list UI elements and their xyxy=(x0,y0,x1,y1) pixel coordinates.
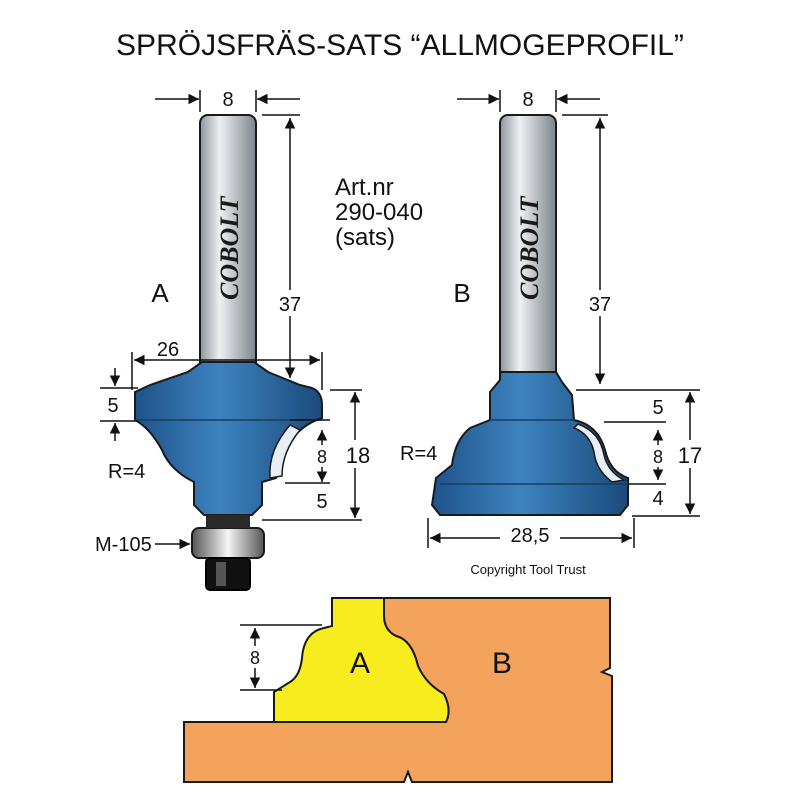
tool-b-profile-height: 8 xyxy=(653,447,663,467)
tool-a-profile-height: 8 xyxy=(317,447,327,467)
tool-a-radius: R=4 xyxy=(108,461,145,483)
article-number: Art.nr 290-040 (sats) xyxy=(335,174,423,251)
tool-b-cut-diameter: 28,5 xyxy=(511,525,550,547)
copyright-text: Copyright Tool Trust xyxy=(470,562,586,577)
tool-a-cut-diameter: 26 xyxy=(157,339,179,361)
tool-b-total-height: 17 xyxy=(678,443,702,468)
tool-a-washer xyxy=(206,515,250,528)
page-title: SPRÖJSFRÄS-SATS “ALLMOGEPROFIL” xyxy=(116,29,684,62)
assembly-label-a: A xyxy=(350,647,370,680)
svg-text:290-040: 290-040 xyxy=(335,199,423,226)
tool-b: COBOLT 8 37 5 8 4 17 R=4 xyxy=(400,89,710,548)
tool-b-shank-diameter: 8 xyxy=(522,89,533,111)
tool-b-shank-length: 37 xyxy=(589,294,611,316)
tool-b-cutter xyxy=(430,371,629,516)
svg-text:Art.nr: Art.nr xyxy=(335,174,394,201)
tool-a-nut xyxy=(205,557,251,591)
tool-a-top-height: 5 xyxy=(107,395,118,417)
wood-part-a xyxy=(273,597,450,723)
tool-a-bearing xyxy=(191,527,265,559)
tool-a-brand: COBOLT xyxy=(215,195,244,300)
tool-b-radius: R=4 xyxy=(400,443,437,465)
tool-a-label: A xyxy=(151,278,169,308)
assembly-profile: A B 8 xyxy=(183,597,613,783)
tool-a-shank-length: 37 xyxy=(279,294,301,316)
tool-b-top-height: 5 xyxy=(652,397,663,419)
assembly-depth: 8 xyxy=(250,648,260,668)
tool-b-bottom-height: 4 xyxy=(652,488,663,510)
assembly-label-b: B xyxy=(492,647,512,680)
tool-a-bottom-height: 5 xyxy=(316,491,327,513)
tool-a-total-height: 18 xyxy=(346,443,370,468)
tool-a-edge-shine xyxy=(269,424,302,479)
tool-b-label: B xyxy=(453,278,470,308)
tool-a: COBOLT 8 37 26 5 R=4 xyxy=(95,89,378,591)
svg-text:(sats): (sats) xyxy=(335,224,395,251)
tool-b-brand: COBOLT xyxy=(515,195,544,300)
tool-a-shank-diameter: 8 xyxy=(222,89,233,111)
tool-a-bearing-label: M-105 xyxy=(95,534,152,556)
tool-b-edge-shine xyxy=(572,423,627,483)
